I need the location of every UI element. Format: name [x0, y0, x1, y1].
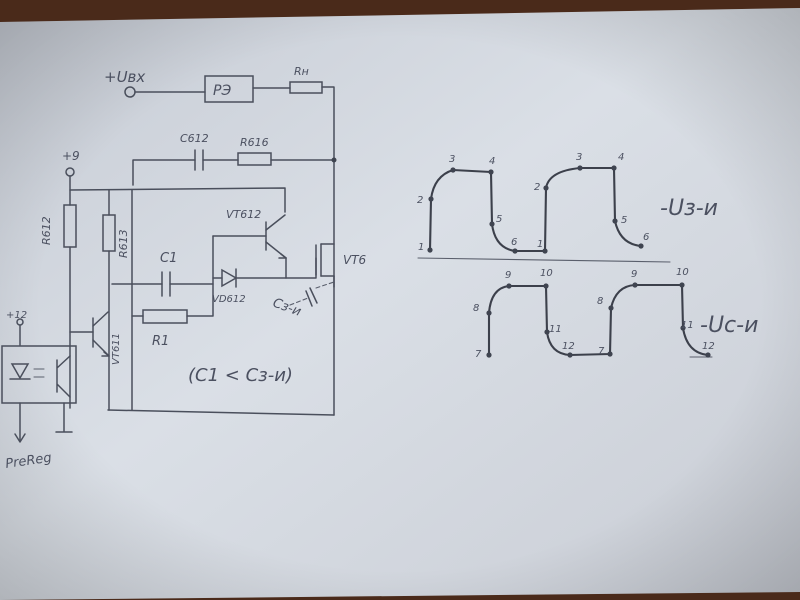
gate-point-label: 4 — [489, 156, 495, 167]
label-r612: R612 — [40, 216, 53, 245]
drain-point-label: 11 — [549, 324, 562, 335]
drain-point-label: 7 — [475, 349, 482, 360]
label-input: +Uвх — [104, 68, 145, 86]
gate-point-marker — [577, 165, 583, 171]
gate-point-label: 3 — [576, 152, 582, 163]
label-relay: РЭ — [213, 83, 231, 99]
label-load: Rн — [294, 65, 309, 78]
label-c612: C612 — [180, 132, 209, 145]
gate-point-label: 6 — [511, 237, 517, 248]
gate-point-label: 1 — [418, 242, 424, 253]
gate-point-marker — [543, 185, 549, 191]
drain-point-marker — [680, 325, 686, 331]
label-vt612: VT612 — [226, 208, 261, 221]
label-prereg: PreReg — [4, 451, 52, 472]
gate-point-marker — [488, 169, 494, 175]
drain-point-marker — [543, 283, 549, 289]
gate-point-marker — [638, 243, 644, 249]
label-vt6: VT6 — [343, 253, 367, 267]
gate-point-marker — [428, 196, 434, 202]
drain-point-label: 12 — [702, 341, 715, 352]
drain-point-marker — [567, 352, 573, 358]
drain-point-marker — [679, 282, 685, 288]
supply-12-terminal — [16, 318, 24, 326]
drain-point-marker — [486, 310, 492, 316]
label-relation: (C1 < Cз-и) — [188, 365, 293, 386]
label-supply12: +12 — [6, 310, 27, 321]
gate-waveform — [428, 166, 643, 253]
gate-waveform-points: 1 2 3 4 5 6 1 2 3 4 5 6 — [417, 152, 649, 254]
drain-point-label: 10 — [676, 267, 689, 278]
circuit-schematic — [1, 75, 337, 443]
diode-vd612 — [221, 268, 238, 288]
gate-point-label: 3 — [449, 154, 455, 165]
gate-point-marker — [427, 247, 433, 253]
gate-point-label: 4 — [618, 152, 624, 163]
gate-point-marker — [611, 165, 617, 171]
drain-waveform — [487, 283, 710, 357]
gate-point-label: 1 — [537, 239, 543, 250]
drain-point-marker — [632, 282, 638, 288]
gate-point-label: 5 — [496, 214, 502, 225]
drain-point-marker — [607, 351, 613, 357]
gate-point-marker — [612, 218, 618, 224]
gate-point-label: 2 — [534, 182, 540, 193]
label-supply9: +9 — [62, 149, 80, 163]
gate-point-label: 2 — [417, 195, 423, 206]
drain-point-label: 8 — [473, 303, 479, 314]
label-drain-wave: -Uс-и — [700, 313, 758, 338]
drain-point-label: 10 — [540, 268, 553, 279]
gate-point-label: 6 — [643, 232, 649, 243]
drain-point-marker — [506, 283, 512, 289]
drain-point-label: 7 — [598, 346, 605, 357]
label-vt611: VT611 — [111, 333, 122, 365]
drain-point-label: 8 — [597, 296, 603, 307]
drain-point-marker — [608, 305, 614, 311]
label-gate-wave: -Uз-и — [660, 196, 718, 221]
circuit-labels: +Uвх РЭ Rн C612 R616 +9 R612 R613 VT612 … — [4, 65, 366, 472]
drain-point-label: 12 — [562, 341, 575, 352]
wave-divider — [417, 257, 671, 263]
label-r616: R616 — [240, 136, 269, 149]
resistor-r616 — [237, 152, 272, 166]
gate-point-marker — [542, 248, 548, 254]
drain-point-marker — [544, 329, 550, 335]
drain-point-label: 9 — [505, 270, 511, 281]
drain-point-marker — [486, 352, 492, 358]
gate-point-marker — [489, 221, 495, 227]
gate-point-marker — [512, 248, 518, 254]
label-r613: R613 — [117, 229, 130, 258]
relay-box — [204, 75, 254, 103]
label-r1: R1 — [152, 334, 169, 349]
optocoupler-box — [1, 345, 77, 404]
gate-point-marker — [450, 167, 456, 173]
gate-point-label: 5 — [621, 215, 627, 226]
drain-point-marker — [705, 352, 711, 358]
capacitor-c-gate — [305, 287, 318, 307]
label-vd612: VD612 — [212, 294, 246, 305]
drain-point-label: 9 — [631, 269, 637, 280]
drain-point-label: 11 — [681, 320, 694, 331]
label-c1: C1 — [160, 251, 177, 266]
